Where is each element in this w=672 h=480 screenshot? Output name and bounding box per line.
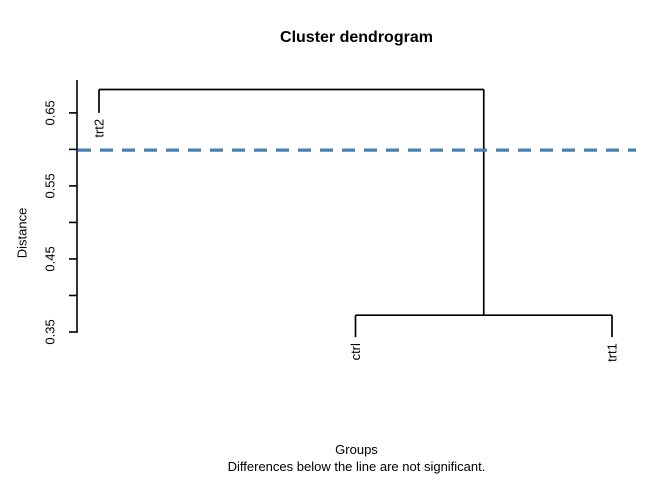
x-axis-label: Groups xyxy=(335,442,378,457)
y-tick-label: 0.35 xyxy=(43,319,58,344)
y-tick-label: 0.65 xyxy=(43,100,58,125)
y-tick-label: 0.55 xyxy=(43,173,58,198)
subtitle: Differences below the line are not signi… xyxy=(227,459,486,474)
y-axis-label: Distance xyxy=(15,208,30,259)
leaf-label: trt2 xyxy=(92,119,107,138)
leaf-label: ctrl xyxy=(348,343,363,360)
leaf-label: trt1 xyxy=(605,343,620,362)
chart-title: Cluster dendrogram xyxy=(280,29,433,46)
y-tick-label: 0.45 xyxy=(43,246,58,271)
